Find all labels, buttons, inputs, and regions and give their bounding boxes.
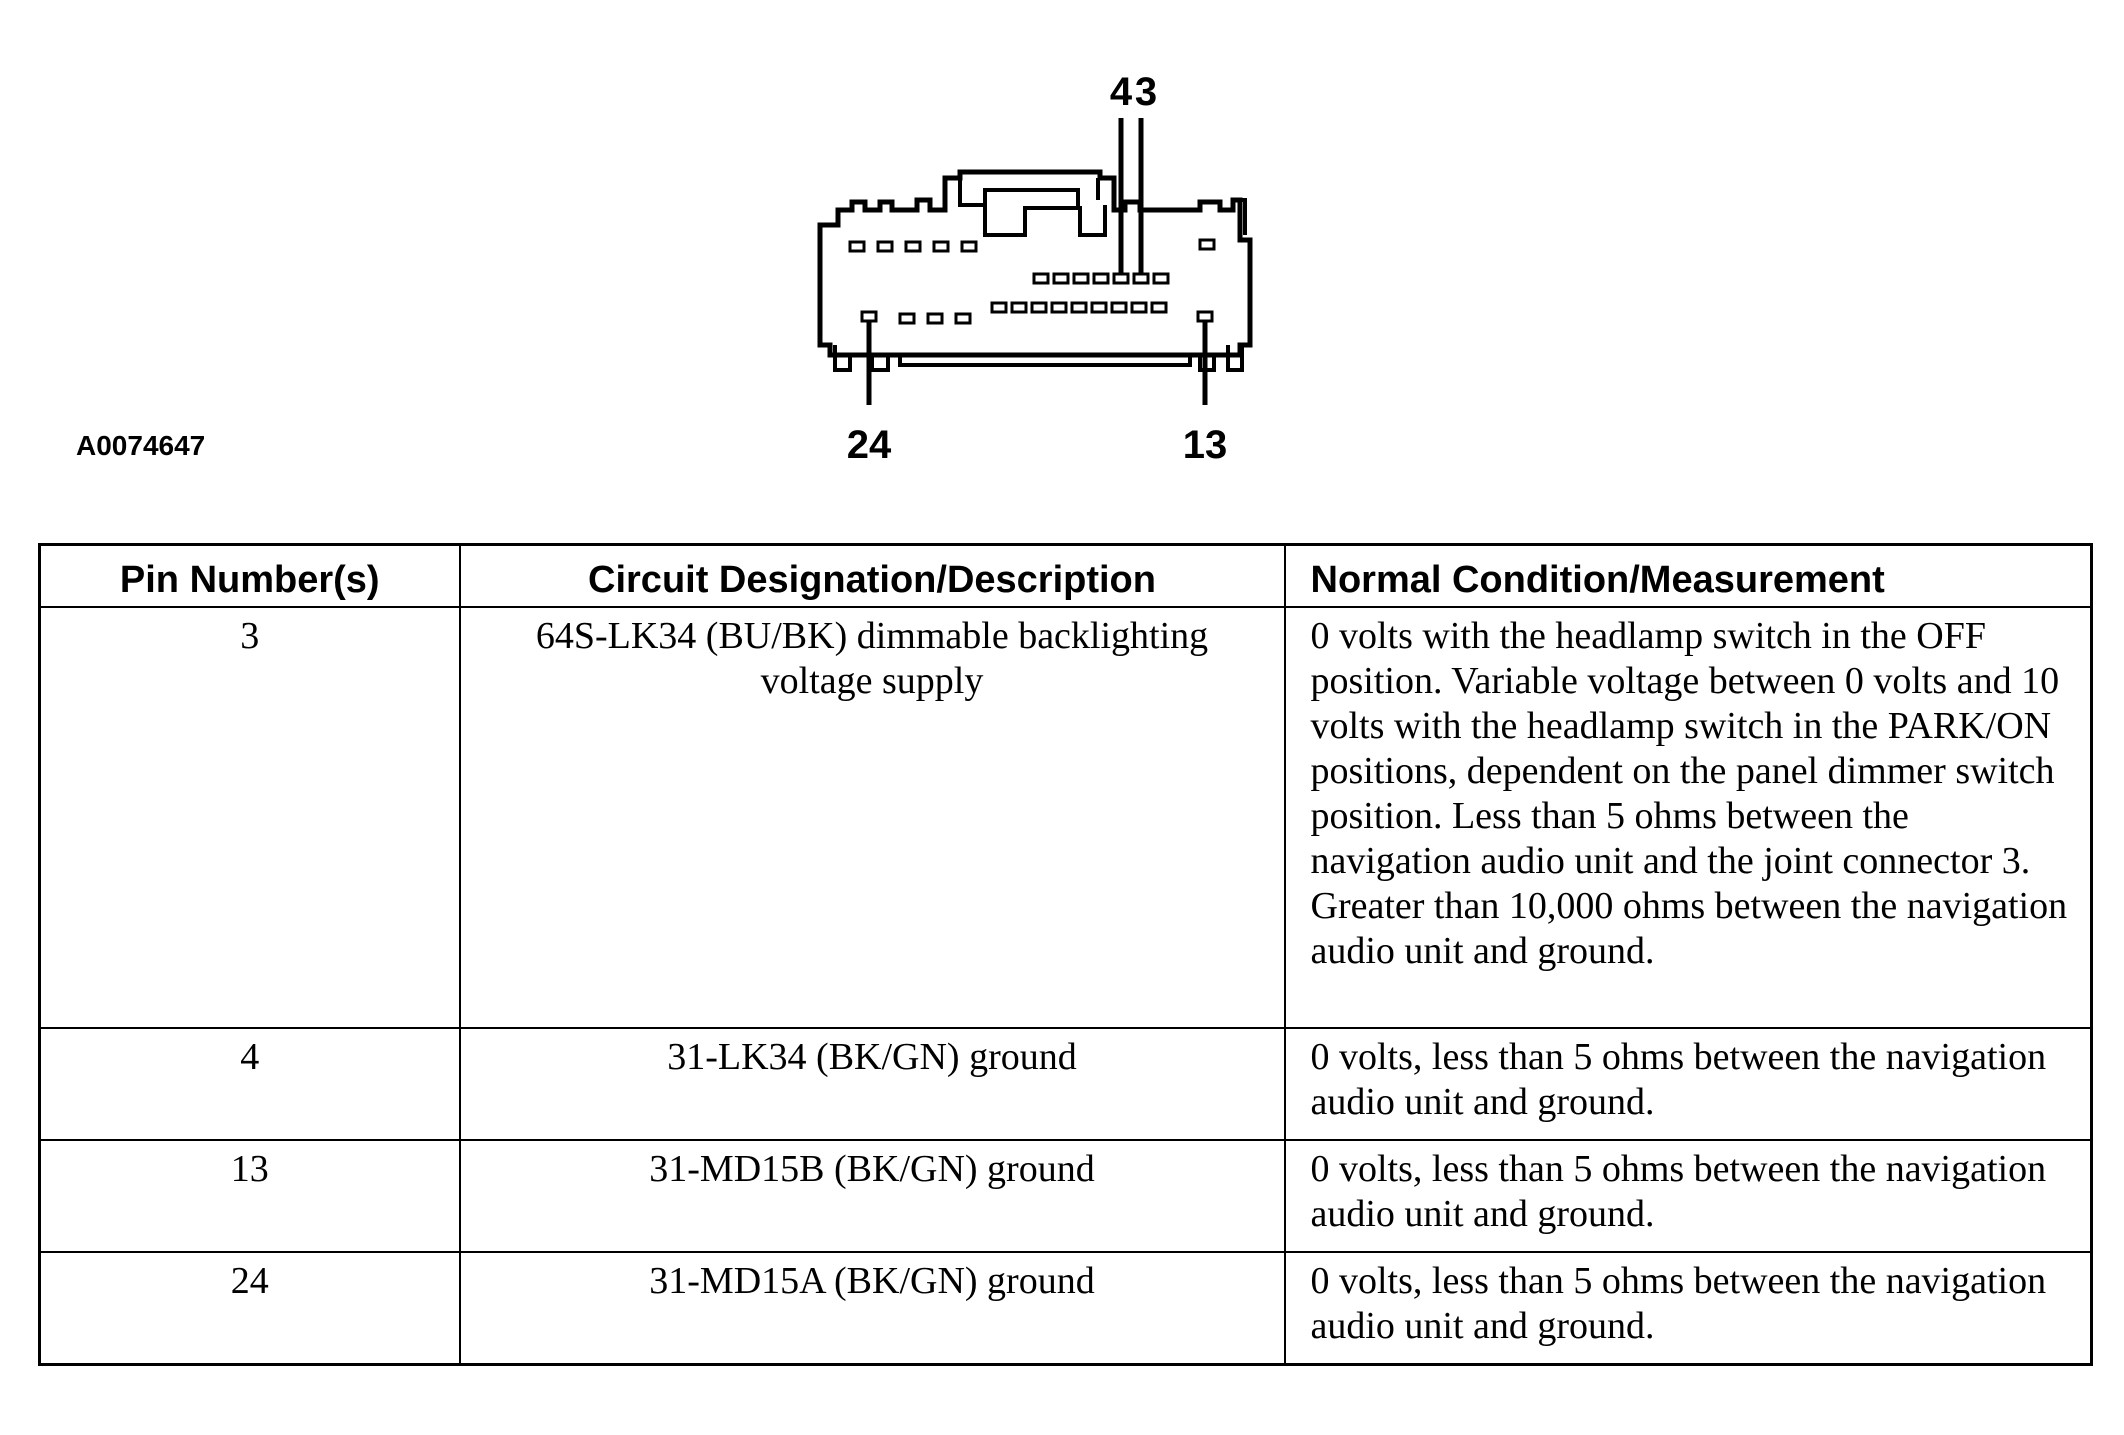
pin-cavity [960,240,978,253]
pin-cavity [1050,301,1068,314]
table-row: 3 64S-LK34 (BU/BK) dimmable backlighting… [38,605,2093,1029]
condition-cell: 0 volts, less than 5 ohms between the na… [1283,1250,2093,1365]
circuit-description-cell: 31-MD15B (BK/GN) ground [458,1138,1286,1253]
connector-face-diagram: 4 3 24 13 [817,70,1253,467]
figure-id: A0074647 [76,430,206,461]
pin-cavity [990,301,1008,314]
condition-cell: 0 volts with the headlamp switch in the … [1283,605,2093,1029]
pin-cavity-13 [1196,310,1214,323]
pin-cavity [926,312,944,325]
circuit-description-cell: 31-MD15A (BK/GN) ground [458,1250,1286,1365]
header-circuit-designation: Circuit Designation/Description [458,543,1286,608]
table-header-row: Pin Number(s) Circuit Designation/Descri… [38,543,2093,608]
connector-body [817,169,1253,358]
pin-cavity [1150,301,1168,314]
pin-number-cell: 13 [38,1138,461,1253]
pin-cavity [1092,272,1110,285]
circuit-description-cell: 64S-LK34 (BU/BK) dimmable backlighting v… [458,605,1286,1029]
pin-cavity [1072,272,1090,285]
pin-cavity [848,240,866,253]
callout-pin-3: 3 [1135,70,1157,114]
callout-pin-4: 4 [1110,70,1133,114]
pin-cavity [932,240,950,253]
pin-cavity [1052,272,1070,285]
pin-cavity-3 [1132,272,1150,285]
pin-cavity [1010,301,1028,314]
callout-pin-24: 24 [847,423,892,467]
table-row: 24 31-MD15A (BK/GN) ground 0 volts, less… [38,1250,2093,1365]
pin-cavity [1030,301,1048,314]
pin-cavity [1198,238,1216,251]
condition-cell: 0 volts, less than 5 ohms between the na… [1283,1138,2093,1253]
header-pin-numbers: Pin Number(s) [38,543,461,608]
pin-cavity [954,312,972,325]
pin-cavity [876,240,894,253]
pin-cavity [898,312,916,325]
table-row: 4 31-LK34 (BK/GN) ground 0 volts, less t… [38,1026,2093,1141]
pin-cavity [1032,272,1050,285]
pin-cavity [1152,272,1170,285]
pinout-table: Pin Number(s) Circuit Designation/Descri… [38,543,2093,1366]
pin-number-cell: 3 [38,605,461,1029]
callout-pin-13: 13 [1183,423,1228,467]
pin-cavity [1130,301,1148,314]
pin-number-cell: 24 [38,1250,461,1365]
pin-cavity [904,240,922,253]
circuit-description-cell: 31-LK34 (BK/GN) ground [458,1026,1286,1141]
header-normal-condition: Normal Condition/Measurement [1283,543,2093,608]
pin-number-cell: 4 [38,1026,461,1141]
pin-cavity [1070,301,1088,314]
condition-cell: 0 volts, less than 5 ohms between the na… [1283,1026,2093,1141]
pin-cavity-24 [860,310,878,323]
table-row: 13 31-MD15B (BK/GN) ground 0 volts, less… [38,1138,2093,1253]
circuit-description-text: 64S-LK34 (BU/BK) dimmable backlighting v… [535,614,1209,702]
pin-cavity-4 [1112,272,1130,285]
pin-cavity [1110,301,1128,314]
pin-cavity [1090,301,1108,314]
